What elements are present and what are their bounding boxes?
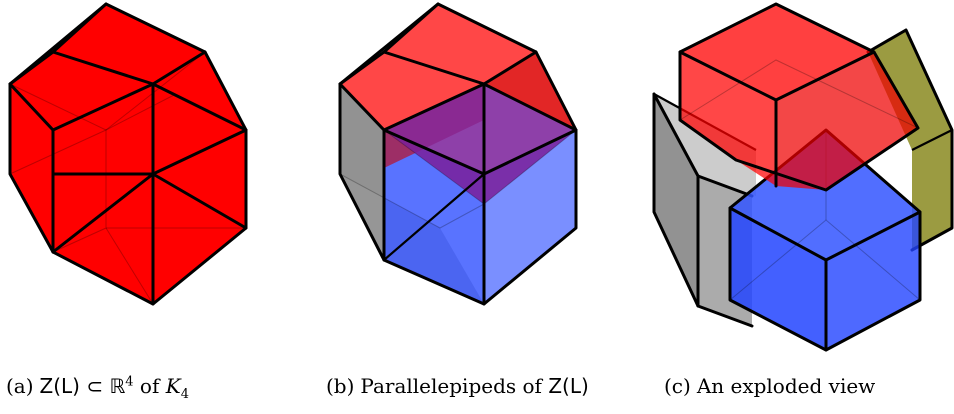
exploded-figure	[652, 2, 954, 352]
red-parallelepiped-exploded	[678, 2, 920, 192]
caption-c-tag: (c)	[664, 374, 691, 398]
zonotope-hidden-edges	[9, 51, 246, 305]
caption-c: (c)An exploded view	[664, 374, 875, 398]
parallelepipeds-edges	[338, 2, 578, 306]
zonotope-solid	[10, 4, 246, 304]
blue-parallelepiped-exploded	[728, 128, 922, 352]
caption-a-of: of	[133, 374, 166, 398]
caption-c-text: An exploded view	[696, 374, 876, 398]
zonotope-visible-edges	[8, 2, 248, 306]
panel-b-parallelepipeds: (b)Parallelepipeds of Z(L)	[318, 0, 618, 414]
caption-a-tag: (a)	[6, 374, 34, 398]
caption-a-dim: 4	[125, 374, 134, 390]
caption-a-graph: K	[165, 374, 181, 398]
zonotope-figure	[8, 2, 248, 306]
caption-b-tag: (b)	[326, 374, 355, 398]
panel-a-zonotope: (a)Z(L) ⊂ ℝ4 of K4	[0, 0, 310, 414]
caption-b-text: Parallelepipeds of	[360, 374, 549, 398]
zonotope-body	[10, 4, 246, 304]
parallelepipeds-figure	[338, 2, 578, 306]
caption-a-set: Z(L) ⊂ ℝ	[39, 374, 126, 398]
panel-c-exploded-view: (c)An exploded view	[636, 0, 954, 414]
caption-a: (a)Z(L) ⊂ ℝ4 of K4	[6, 374, 189, 402]
caption-b: (b)Parallelepipeds of Z(L)	[326, 374, 589, 398]
overlap-region	[384, 84, 576, 204]
caption-b-math: Z(L)	[548, 374, 589, 398]
caption-a-graph-index: 4	[180, 387, 189, 402]
